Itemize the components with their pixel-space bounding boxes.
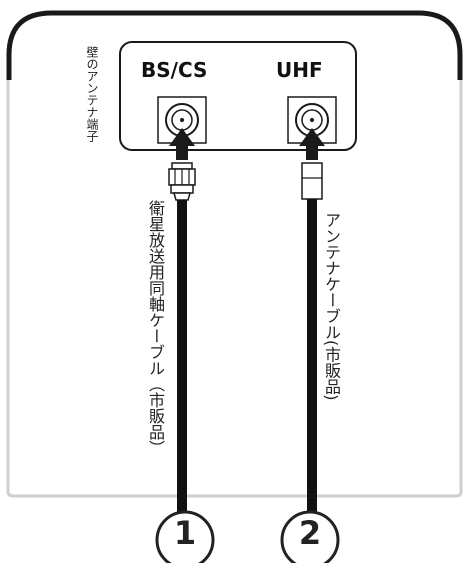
bs-cs-port-label: BS/CS xyxy=(141,58,208,82)
panel-top-edge xyxy=(6,10,463,80)
arrow-up-icon xyxy=(169,128,195,160)
cable-2-number-circle xyxy=(280,510,340,563)
satellite-coax-cable-label: 衛星放送用同軸ケーブル（市販品） xyxy=(146,200,165,456)
satellite-coax-cable xyxy=(177,200,187,522)
cable-1-number-circle xyxy=(155,510,215,563)
arrow-up-icon xyxy=(299,128,325,160)
wall-antenna-terminal-label: 壁のアンテナ端子 xyxy=(85,46,99,142)
uhf-plug xyxy=(301,162,323,200)
cable-1-number: 1 xyxy=(173,514,197,552)
uhf-port-label: UHF xyxy=(276,58,323,82)
antenna-cable-label: アンテナケーブル(市販品) xyxy=(322,212,341,401)
antenna-cable xyxy=(307,199,317,522)
cable-2-number: 2 xyxy=(298,514,322,552)
f-connector xyxy=(168,162,196,201)
